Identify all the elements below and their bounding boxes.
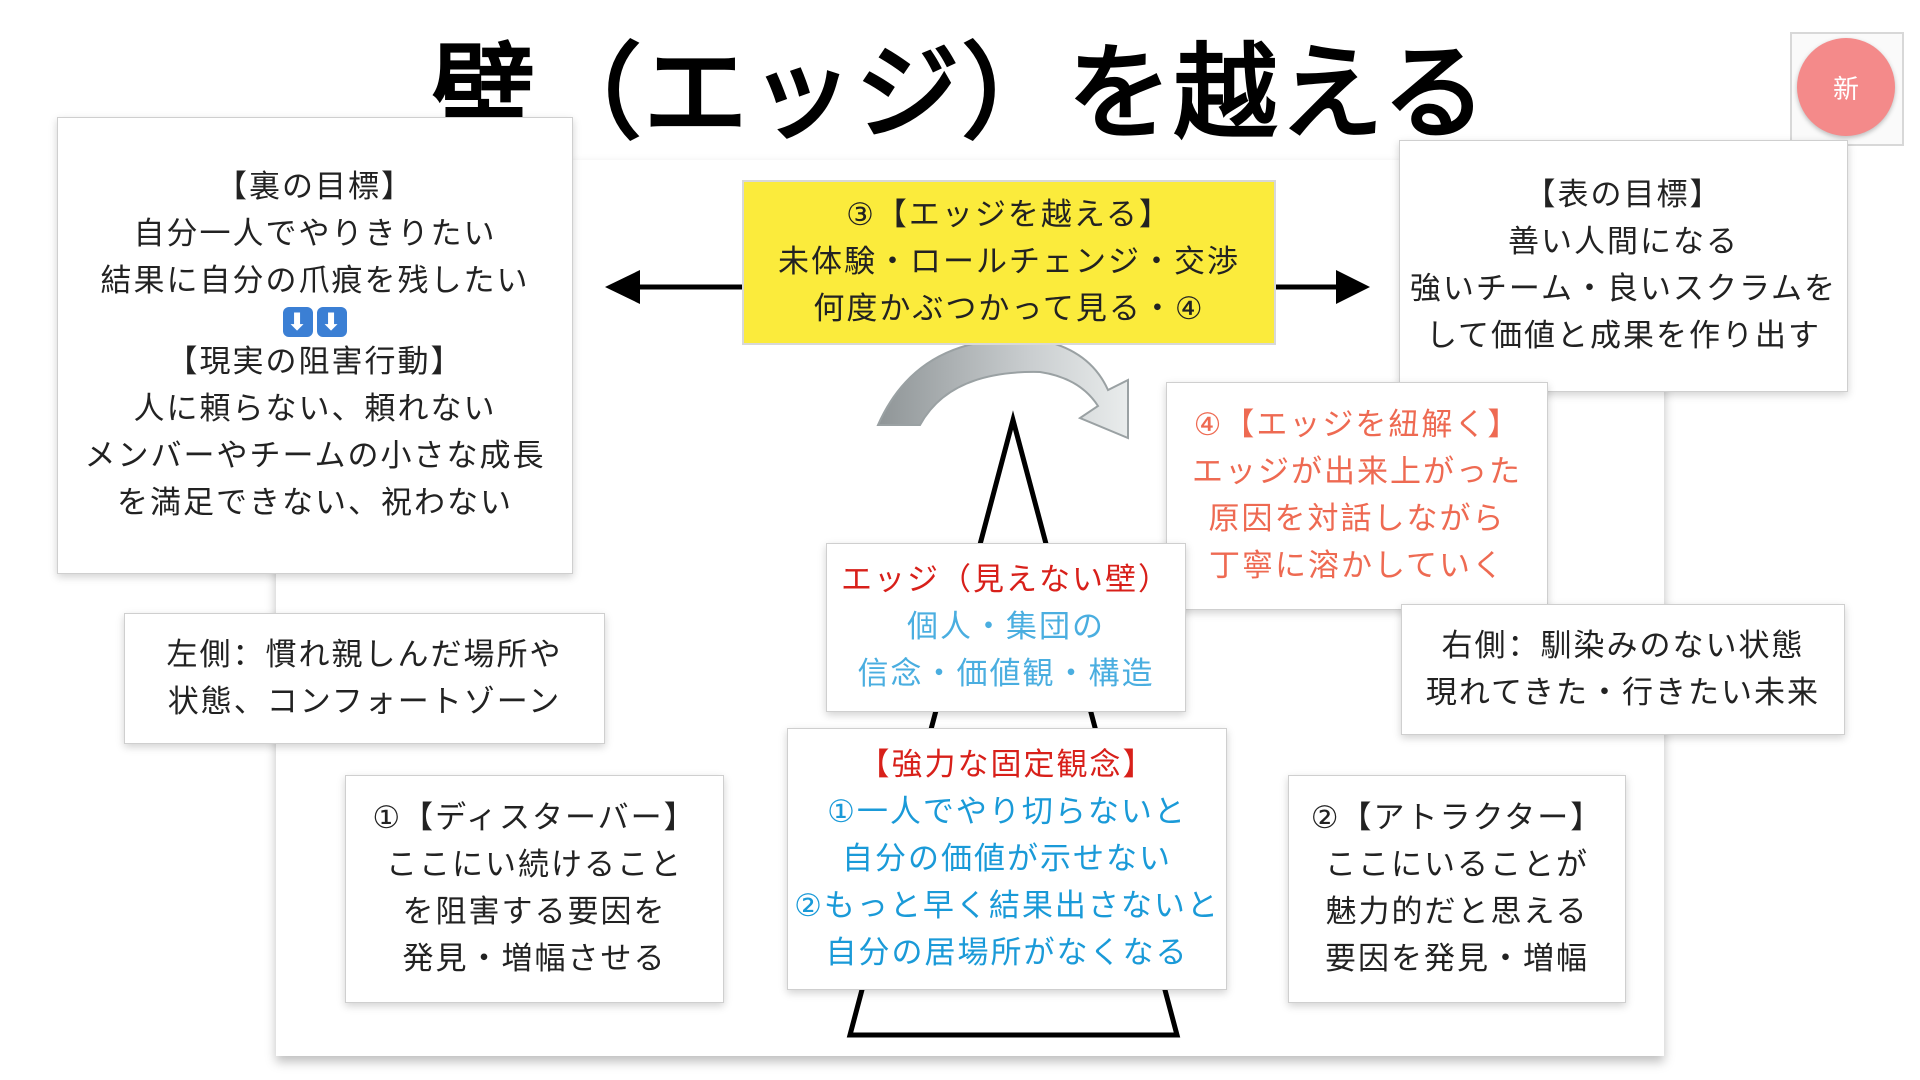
visible-goal-line: 強いチーム・良いスクラムを: [1409, 271, 1838, 307]
attractor-line: ここにいることが: [1325, 847, 1589, 883]
cross-edge-line: 未体験・ロールチェンジ・交渉: [778, 244, 1240, 280]
obstruction-heading: 【現実の阻害行動】: [166, 344, 464, 380]
fixed-ideas-line: 自分の価値が示せない: [842, 840, 1172, 877]
unravel-line: 丁寧に溶かしていく: [1208, 548, 1506, 584]
fixed-ideas-line: ②もっと早く結果出さないと: [794, 887, 1220, 924]
unravel-heading: ④【エッジを紐解く】: [1193, 407, 1521, 443]
edge-line: 個人・集団の: [907, 609, 1105, 645]
attractor-line: 要因を発見・増幅: [1325, 941, 1589, 977]
unravel-line: 原因を対話しながら: [1208, 501, 1506, 537]
edge-heading: エッジ（見えない壁）: [841, 562, 1171, 598]
edge-line: 信念・価値観・構造: [857, 656, 1155, 692]
right-side-box: 右側：馴染みのない状態 現れてきた・行きたい未来: [1401, 604, 1845, 735]
wall-triangle: [846, 410, 1181, 1038]
obstruction-line: を満足できない、祝わない: [117, 485, 513, 521]
left-side-line: 状態、コンフォートゾーン: [167, 683, 562, 720]
hidden-goal-line: 結果に自分の爪痕を残したい: [100, 263, 530, 299]
disturber-heading: ①【ディスターバー】: [372, 800, 697, 836]
disturber-line: を阻害する要因を: [402, 894, 667, 930]
cross-edge-line: 何度かぶつかって見る・④: [813, 291, 1205, 327]
fixed-ideas-box: 【強力な固定観念】 ①一人でやり切らないと 自分の価値が示せない ②もっと早く結…: [787, 728, 1227, 990]
visible-goal-heading: 【表の目標】: [1524, 177, 1723, 213]
cross-edge-box: ③【エッジを越える】 未体験・ロールチェンジ・交渉 何度かぶつかって見る・④: [742, 180, 1276, 345]
unravel-edge-box: ④【エッジを紐解く】 エッジが出来上がった 原因を対話しながら 丁寧に溶かしてい…: [1166, 382, 1548, 610]
disturber-line: 発見・増幅させる: [402, 941, 667, 977]
visible-goal-line: して価値と成果を作り出す: [1425, 318, 1822, 354]
attractor-box: ②【アトラクター】 ここにいることが 魅力的だと思える 要因を発見・増幅: [1288, 775, 1626, 1003]
disturber-line: ここにい続けること: [386, 847, 683, 883]
fixed-ideas-heading: 【強力な固定観念】: [858, 746, 1156, 783]
edge-box: エッジ（見えない壁） 個人・集団の 信念・価値観・構造: [826, 543, 1186, 712]
attractor-line: 魅力的だと思える: [1325, 894, 1589, 930]
visible-goal-line: 善い人間になる: [1508, 224, 1739, 260]
hidden-goal-box: 【裏の目標】 自分一人でやりきりたい 結果に自分の爪痕を残したい ⬇⬇ 【現実の…: [57, 117, 573, 574]
hidden-goal-line: 自分一人でやりきりたい: [133, 216, 497, 252]
obstruction-line: 人に頼らない、頼れない: [133, 391, 497, 427]
fixed-ideas-line: ①一人でやり切らないと: [827, 793, 1187, 830]
down-arrows-icon: ⬇⬇: [283, 307, 347, 337]
right-side-line: 右側：馴染みのない状態: [1441, 627, 1805, 664]
unravel-line: エッジが出来上がった: [1192, 454, 1522, 490]
disturber-box: ①【ディスターバー】 ここにい続けること を阻害する要因を 発見・増幅させる: [345, 775, 724, 1003]
left-side-line: 左側：慣れ親しんだ場所や: [166, 636, 563, 673]
obstruction-line: メンバーやチームの小さな成長: [84, 438, 546, 474]
curved-arrow-icon: [876, 338, 1129, 440]
fixed-ideas-line: 自分の居場所がなくなる: [825, 934, 1189, 971]
left-side-box: 左側：慣れ親しんだ場所や 状態、コンフォートゾーン: [124, 613, 605, 744]
visible-goal-box: 【表の目標】 善い人間になる 強いチーム・良いスクラムを して価値と成果を作り出…: [1399, 140, 1848, 392]
new-badge[interactable]: 新: [1797, 38, 1895, 136]
left-arrow: [605, 270, 742, 304]
attractor-heading: ②【アトラクター】: [1310, 800, 1604, 836]
hidden-goal-heading: 【裏の目標】: [216, 169, 414, 205]
right-arrow: [1272, 270, 1370, 304]
page-title: 壁（エッジ）を越える: [431, 32, 1489, 154]
cross-edge-heading: ③【エッジを越える】: [846, 197, 1172, 233]
right-side-line: 現れてきた・行きたい未来: [1425, 674, 1821, 711]
